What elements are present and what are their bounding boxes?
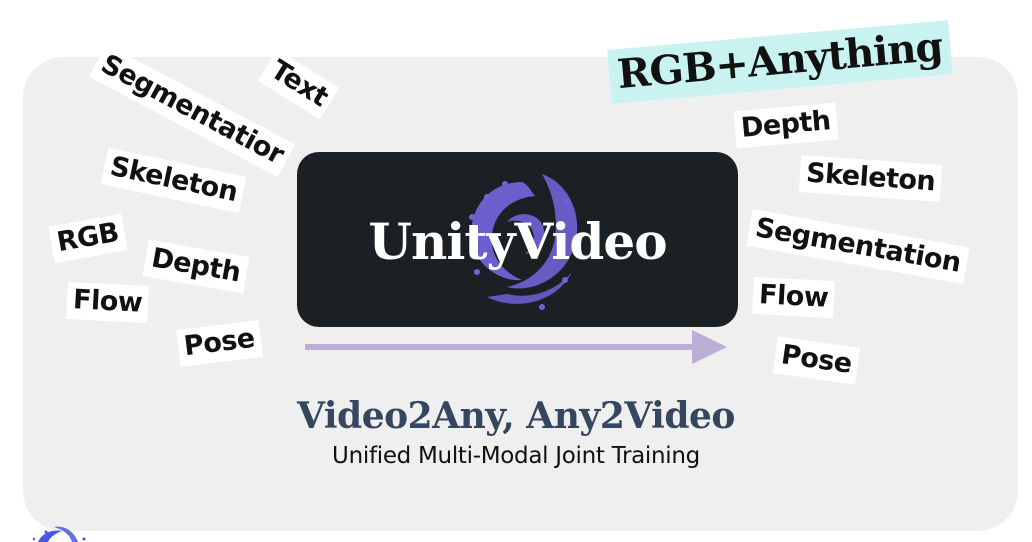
corner-swirl-logo-icon xyxy=(32,526,86,542)
input-tag-flow: Flow xyxy=(65,281,149,323)
swirl-galaxy-icon xyxy=(469,174,578,310)
hub-title: UnityVideo xyxy=(368,212,667,271)
caption-title: Video2Any, Any2Video xyxy=(297,395,735,437)
unityvideo-hub: UnityVideo xyxy=(297,152,738,327)
flow-arrow-icon xyxy=(305,330,727,364)
caption-subtitle: Unified Multi-Modal Joint Training xyxy=(332,443,700,469)
output-tag-flow: Flow xyxy=(751,276,835,318)
